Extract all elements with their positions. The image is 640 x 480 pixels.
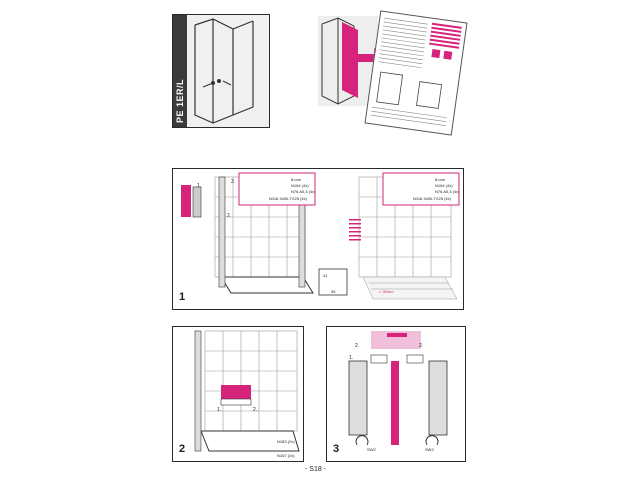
step-3-sub-1: 1. bbox=[349, 355, 354, 361]
step-3-number: 3 bbox=[333, 443, 340, 455]
step-2-number: 2 bbox=[179, 443, 186, 455]
step-3-sub-2-right: 2. bbox=[419, 343, 424, 349]
step-1-left-callout-2: N76 A5,3 (4x) bbox=[291, 189, 316, 194]
step-1-left-callout-3: N116 3x50-TX25 (4x) bbox=[269, 196, 307, 201]
step-1-illustration bbox=[181, 172, 460, 300]
step-1-sub-1: 1. bbox=[197, 183, 202, 189]
step-3-illustration bbox=[348, 331, 448, 446]
step-1-right-callout-1: N164 (4x) bbox=[435, 183, 453, 188]
step-1-measure: < 30mm bbox=[379, 289, 394, 294]
instruction-sheet bbox=[364, 10, 468, 136]
step-1-sub-2: 2. bbox=[227, 213, 232, 219]
step-1-right-callout-2: N76 A5,3 (4x) bbox=[435, 189, 460, 194]
product-overview-panel: PE 1ER/L bbox=[172, 14, 270, 128]
page-number: - S18 - bbox=[305, 466, 327, 473]
step-1-left-callout-1: N164 (4x) bbox=[291, 183, 309, 188]
step-3-part-left: SW2 bbox=[367, 447, 376, 452]
step-1-number: 1 bbox=[179, 291, 186, 303]
step-3-sub-2-left: 2. bbox=[355, 343, 360, 349]
step-2-panel: 2 1. 2. N183 (2x) N167 (2x) bbox=[172, 326, 304, 462]
step-2-illustration bbox=[194, 330, 300, 452]
step-1-left-callout-0: 8 mm bbox=[291, 177, 301, 182]
step-1-right-callout-0: 8 mm bbox=[435, 177, 445, 182]
step-2-sub-2: 2. bbox=[253, 407, 258, 413]
step-2-part-1: N167 (2x) bbox=[277, 453, 295, 458]
step-3-part-right: SW2 bbox=[425, 447, 434, 452]
step-2-sub-1: 1. bbox=[217, 407, 222, 413]
step-1-dim-41: 41 bbox=[323, 273, 328, 278]
shower-enclosure-illustration bbox=[187, 15, 269, 127]
step-1-dim-35: 35 bbox=[331, 289, 336, 294]
step-3-panel: 3 2. 1. 2. SW2 SW2 bbox=[326, 326, 466, 462]
product-code-bar bbox=[173, 15, 187, 127]
step-1-panel: 1 1. 2. 3. 8 mm N164 (4x) N76 A5,3 (4x) … bbox=[172, 168, 464, 310]
step-1-sub-3: 3. bbox=[231, 179, 236, 185]
step-2-part-0: N183 (2x) bbox=[277, 439, 295, 444]
step-1-right-callout-3: N116 3x50-TX25 (4x) bbox=[413, 196, 451, 201]
